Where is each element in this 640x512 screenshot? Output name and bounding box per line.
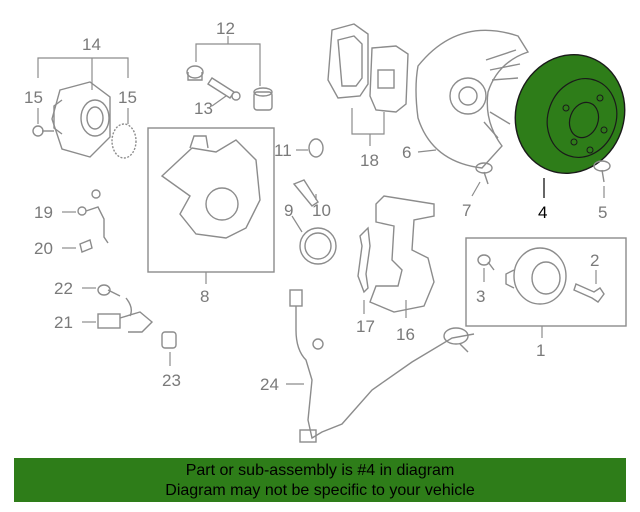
- label-22: 22: [54, 279, 73, 298]
- caliper-motor-part[interactable]: [51, 81, 111, 158]
- label-18: 18: [360, 151, 379, 170]
- info-banner: Part or sub-assembly is #4 in diagram Di…: [14, 458, 626, 502]
- rotor-screw-part[interactable]: [593, 160, 611, 183]
- label-17: 17: [356, 317, 375, 336]
- caliper-box: [147, 127, 275, 273]
- label-16: 16: [396, 325, 415, 344]
- bleeder-cap-part[interactable]: [308, 138, 324, 158]
- splash-shield-part[interactable]: [415, 29, 530, 169]
- guide-boot-part[interactable]: [186, 65, 204, 81]
- caliper-bracket-part[interactable]: [369, 195, 435, 313]
- label-6: 6: [402, 143, 411, 162]
- label-14: 14: [82, 35, 101, 54]
- label-9: 9: [284, 201, 293, 220]
- brake-pads-part[interactable]: [327, 23, 409, 113]
- sensor-cap-part[interactable]: [161, 331, 177, 349]
- label-15-left: 15: [24, 88, 43, 107]
- brake-hose-part[interactable]: [77, 189, 109, 244]
- caliper-bolt-part[interactable]: [292, 179, 319, 207]
- o-ring-part[interactable]: [111, 123, 137, 159]
- label-7: 7: [462, 201, 471, 220]
- label-3: 3: [476, 287, 485, 306]
- label-19: 19: [34, 203, 53, 222]
- label-13: 13: [194, 99, 213, 118]
- wheel-hub-part[interactable]: [505, 247, 567, 305]
- retaining-spring-part[interactable]: [357, 226, 371, 294]
- banner-line-2: Diagram may not be specific to your vehi…: [165, 482, 475, 499]
- sensor-harness-part[interactable]: [289, 289, 475, 443]
- brake-caliper-part[interactable]: [160, 135, 261, 239]
- label-5: 5: [598, 203, 607, 222]
- guide-pin-part[interactable]: [207, 77, 241, 101]
- label-20: 20: [34, 239, 53, 258]
- label-24: 24: [260, 375, 279, 394]
- label-1: 1: [536, 341, 545, 360]
- label-11: 11: [274, 141, 292, 160]
- banner-line-1: Part or sub-assembly is #4 in diagram: [185, 462, 455, 479]
- wear-sensor-part[interactable]: [97, 297, 154, 333]
- label-12: 12: [216, 19, 235, 38]
- label-15-right: 15: [118, 88, 137, 107]
- sensor-bolt-part[interactable]: [97, 284, 121, 297]
- label-2: 2: [590, 251, 599, 270]
- piston-seal-part[interactable]: [299, 227, 337, 265]
- shield-screw-part[interactable]: [475, 162, 493, 185]
- label-21: 21: [54, 313, 73, 332]
- label-10: 10: [312, 201, 331, 220]
- hub-box: [465, 237, 627, 327]
- hub-bolt-right-part[interactable]: [573, 283, 605, 303]
- label-4: 4: [538, 203, 547, 222]
- label-8: 8: [200, 287, 209, 306]
- motor-bolt-part[interactable]: [32, 125, 54, 137]
- brake-rotor-part[interactable]: [499, 39, 640, 189]
- parts-diagram: 14 15 15 12 13 18 6: [24, 19, 640, 443]
- hose-clip-part[interactable]: [79, 239, 93, 253]
- label-23: 23: [162, 371, 181, 390]
- hub-bolt-left-part[interactable]: [477, 254, 495, 271]
- guide-bushing-part[interactable]: [253, 87, 273, 111]
